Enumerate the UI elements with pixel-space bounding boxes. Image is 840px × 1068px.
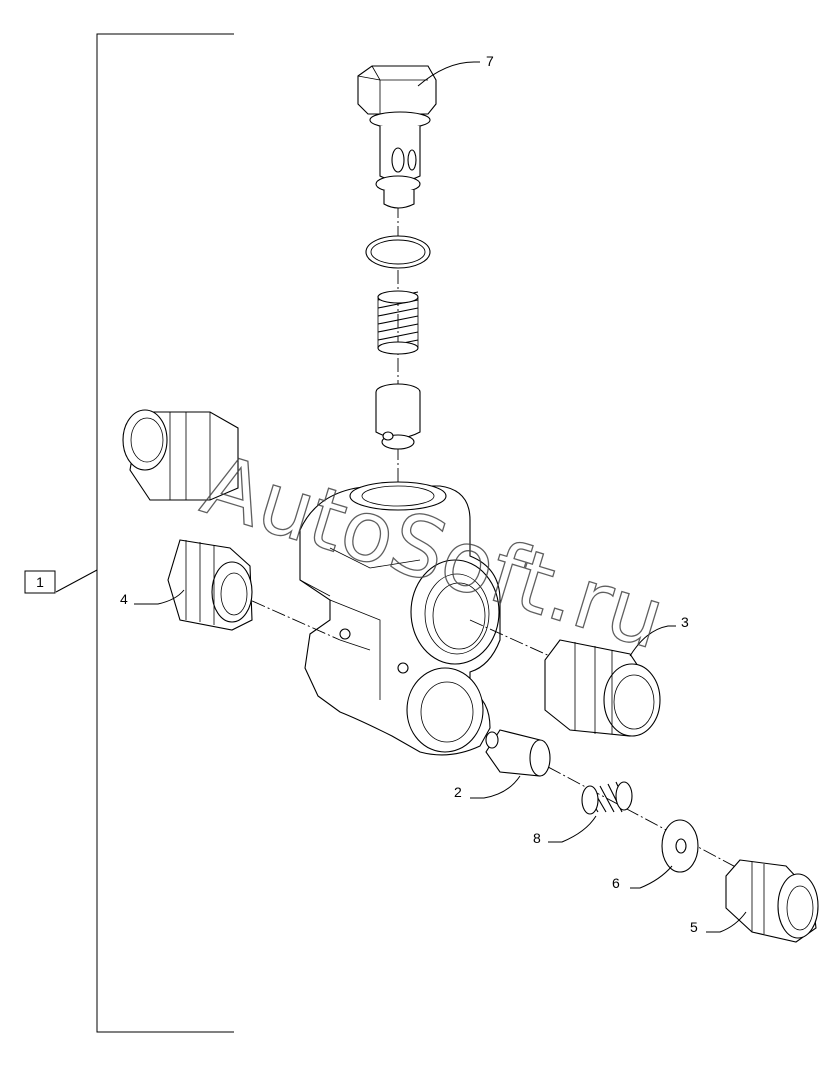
assembly-label: 1 [36, 574, 44, 590]
spring-large[interactable] [377, 290, 419, 355]
callout-6-label: 6 [612, 875, 620, 891]
spring-small[interactable] [581, 781, 633, 815]
washer[interactable] [661, 819, 699, 873]
upper-poppet[interactable] [375, 383, 421, 450]
callout-6[interactable]: 6 [612, 865, 673, 891]
fitting-left[interactable] [167, 539, 253, 631]
callout-4-label: 4 [120, 591, 128, 607]
assembly-bracket [55, 33, 234, 1033]
callout-8-label: 8 [533, 830, 541, 846]
fitting-bottom[interactable] [725, 859, 819, 943]
callout-4[interactable]: 4 [120, 589, 185, 607]
fitting-right[interactable] [544, 639, 661, 737]
callout-3-label: 3 [681, 614, 689, 630]
assembly-label-box[interactable]: 1 [24, 570, 56, 594]
callout-5[interactable]: 5 [690, 911, 747, 935]
valve-body[interactable] [299, 481, 501, 756]
check-poppet[interactable] [485, 729, 551, 777]
o-ring[interactable] [365, 235, 431, 269]
callout-8[interactable]: 8 [533, 815, 597, 846]
callout-7[interactable]: 7 [417, 53, 494, 87]
callout-7-label: 7 [486, 53, 494, 69]
callout-2-label: 2 [454, 784, 462, 800]
relief-valve-plug[interactable] [357, 65, 437, 209]
callout-5-label: 5 [690, 919, 698, 935]
callout-2[interactable]: 2 [454, 775, 521, 800]
left-axis [231, 591, 341, 641]
callout-3[interactable]: 3 [629, 614, 689, 657]
fitting-upper-left[interactable] [122, 409, 239, 501]
